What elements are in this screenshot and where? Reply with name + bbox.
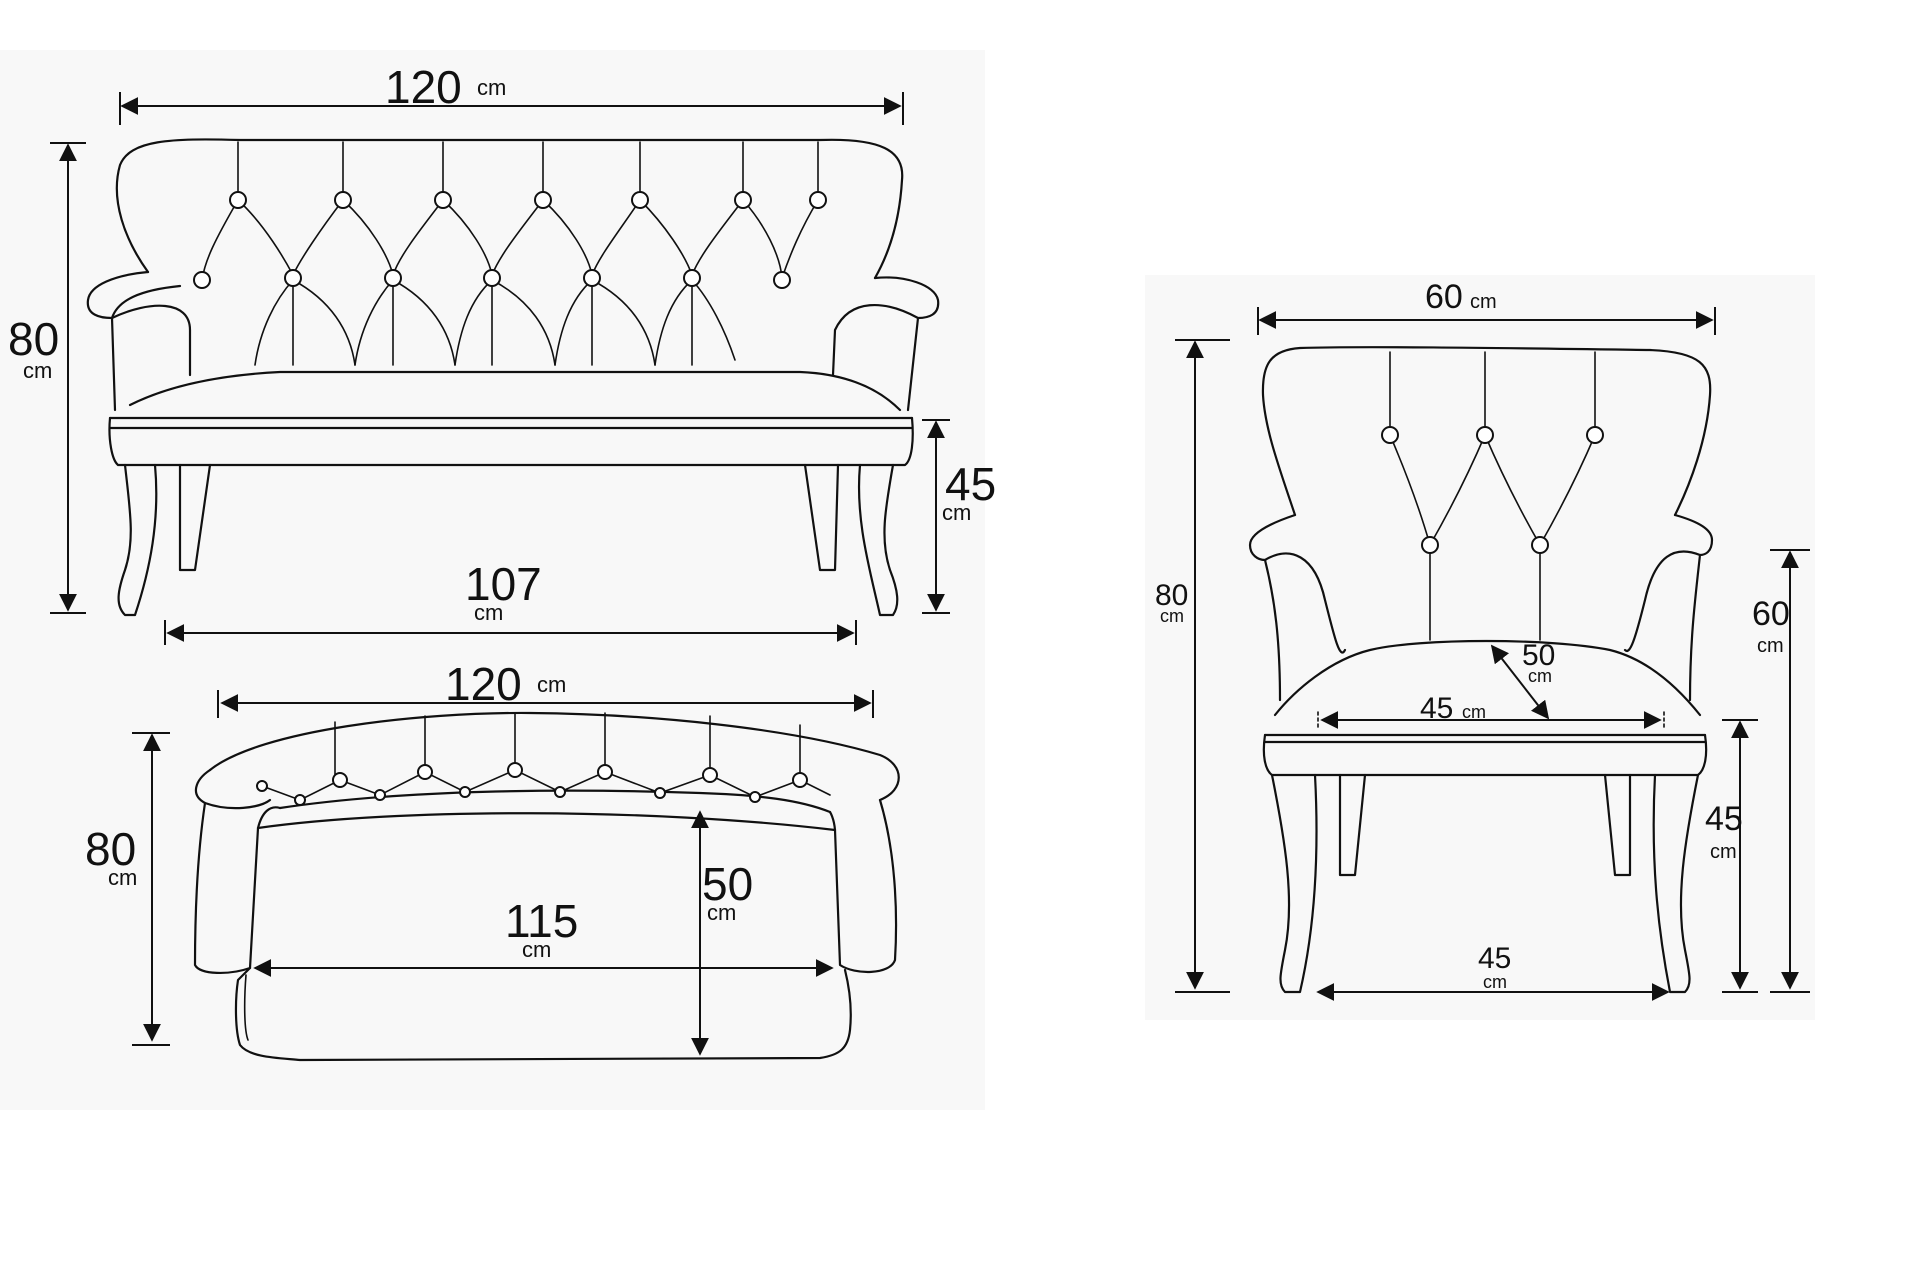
sofa-front-view: 120 cm 80 cm 45 cm 107 cm xyxy=(8,61,996,645)
armchair-panel xyxy=(1145,275,1815,1020)
armchair-height-value: 80 xyxy=(1155,579,1188,612)
armchair-width-unit: cm xyxy=(1470,291,1497,313)
sofa-top-view: 120 cm 80 cm 115 cm 50 cm xyxy=(85,658,900,1062)
armchair-seat-height-unit: cm xyxy=(1710,841,1737,863)
armchair-view: 60 cm 80 cm 60 cm 45 cm 50 cm 45 cm 45 c… xyxy=(1155,278,1810,1001)
armchair-seat-depth-unit: cm xyxy=(1528,666,1552,686)
armchair-width-value: 60 xyxy=(1425,278,1463,316)
sofa-top-width-value: 120 xyxy=(445,658,522,710)
sofa-top-seat-width-unit: cm xyxy=(522,937,551,962)
sofa-seat-height-unit: cm xyxy=(942,500,971,525)
sofa-leg-span-unit: cm xyxy=(474,600,503,625)
armchair-leg-span-value: 45 xyxy=(1478,942,1511,975)
armchair-leg-span-unit: cm xyxy=(1483,972,1507,992)
sofa-width-value: 120 xyxy=(385,61,462,113)
armchair-seat-depth-value: 50 xyxy=(1522,639,1555,672)
sofa-panel xyxy=(0,50,985,1110)
sofa-top-buttons xyxy=(256,762,808,806)
sofa-top-seat-depth-value: 50 xyxy=(702,858,753,910)
armchair-arm-height-unit: cm xyxy=(1757,635,1784,657)
sofa-height-unit: cm xyxy=(23,358,52,383)
armchair-buttons xyxy=(1381,426,1604,554)
sofa-top-seat-depth-unit: cm xyxy=(707,900,736,925)
armchair-arm-height-value: 60 xyxy=(1752,595,1790,633)
sofa-top-height-unit: cm xyxy=(108,865,137,890)
armchair-height-unit: cm xyxy=(1160,606,1184,626)
sofa-top-height-value: 80 xyxy=(85,823,136,875)
armchair-seat-height-value: 45 xyxy=(1705,800,1743,838)
sofa-seat-height-value: 45 xyxy=(945,458,996,510)
tufting-buttons xyxy=(193,191,827,289)
sofa-leg-span-value: 107 xyxy=(465,558,542,610)
sofa-top-seat-width-value: 115 xyxy=(505,895,578,947)
sofa-width-unit: cm xyxy=(477,75,506,100)
sofa-height-value: 80 xyxy=(8,313,59,365)
armchair-seat-depth-dimension-line xyxy=(1490,644,1550,720)
armchair-seat-width-value: 45 xyxy=(1420,692,1453,725)
armchair-seat-width-unit: cm xyxy=(1462,702,1486,722)
sofa-top-width-unit: cm xyxy=(537,672,566,697)
